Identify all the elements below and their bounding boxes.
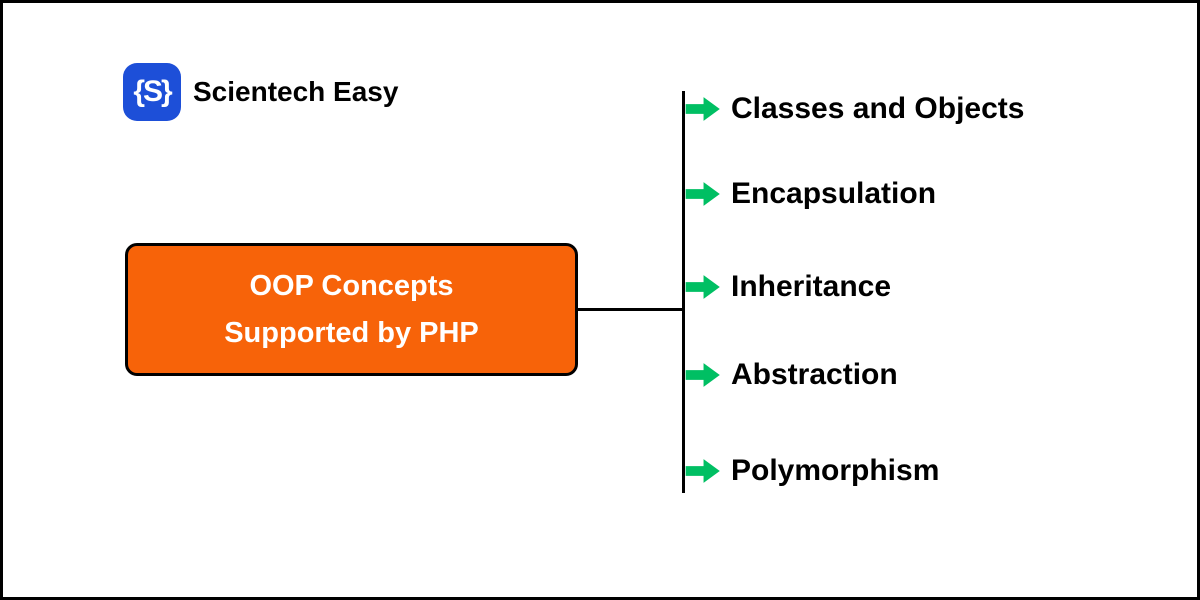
- concept-item-polymorphism: Polymorphism: [685, 450, 939, 492]
- concept-label: Polymorphism: [731, 454, 940, 487]
- connector-horizontal: [578, 308, 684, 311]
- concept-label: Abstraction: [731, 358, 898, 391]
- concept-item-encapsulation: Encapsulation: [685, 173, 936, 215]
- right-arrow-icon: [685, 274, 721, 300]
- brand-name: Scientech Easy: [193, 76, 399, 107]
- concept-item-inheritance: Inheritance: [685, 266, 891, 308]
- connector-vertical: [682, 91, 685, 493]
- main-topic-box: OOP Concepts Supported by PHP: [125, 243, 578, 376]
- topic-title-line1: OOP Concepts: [249, 269, 454, 302]
- right-arrow-icon: [685, 362, 721, 388]
- right-arrow-icon: [685, 96, 721, 122]
- concept-item-abstraction: Abstraction: [685, 354, 898, 396]
- concept-label: Inheritance: [731, 270, 892, 303]
- scientech-easy-logo-icon: {S}: [123, 63, 181, 121]
- concept-label: Classes and Objects: [731, 92, 1025, 125]
- concept-label: Encapsulation: [731, 177, 937, 210]
- right-arrow-icon: [685, 181, 721, 207]
- topic-title-line2: Supported by PHP: [224, 316, 479, 349]
- right-arrow-icon: [685, 458, 721, 484]
- concept-item-classes-and-objects: Classes and Objects: [685, 88, 1024, 130]
- brand: {S} Scientech Easy: [123, 63, 398, 121]
